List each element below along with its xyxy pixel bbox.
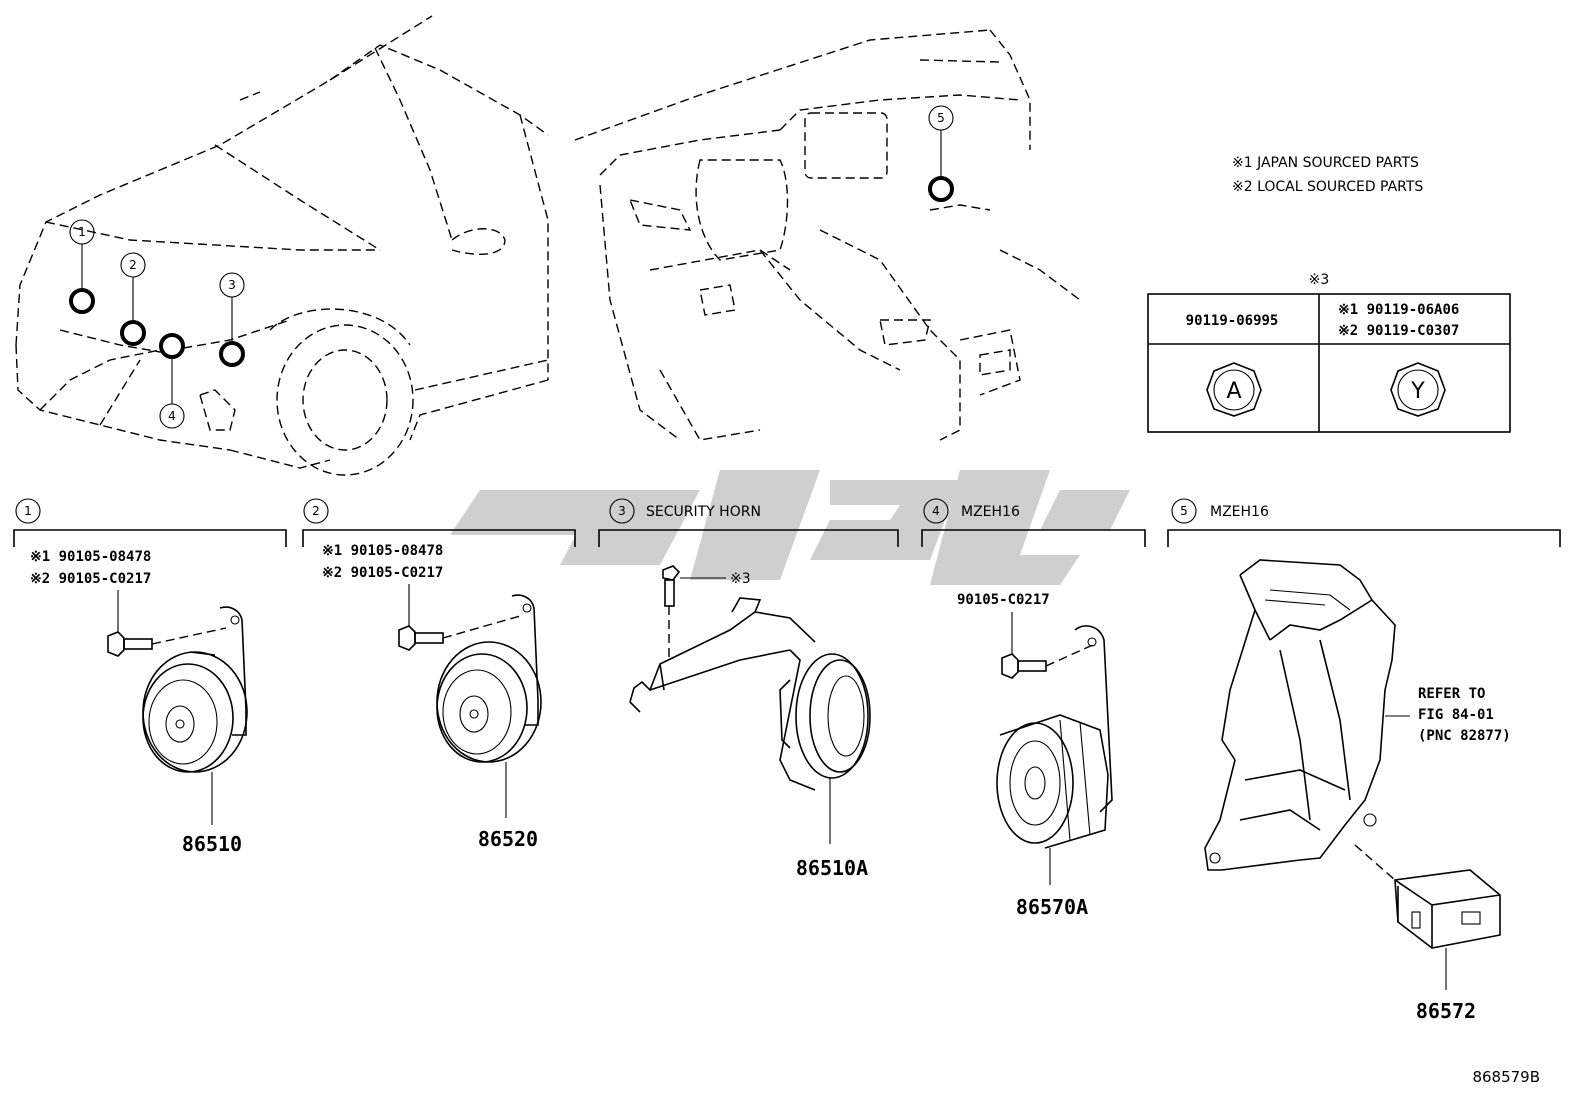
- callout-1: 1: [69, 219, 95, 245]
- bolt-table-part-y1: ※1 90119-06A06: [1338, 302, 1459, 318]
- bolt-icon: [107, 631, 153, 657]
- car-exterior-illustration: [15, 15, 549, 476]
- section-1-header: 1: [13, 498, 287, 547]
- svg-text:5: 5: [1180, 504, 1188, 518]
- section-2-parts: ※1 90105-08478 ※2 90105-C0217 86520: [322, 543, 542, 851]
- module-86572-icon: [1394, 869, 1501, 949]
- svg-text:FIG 84-01: FIG 84-01: [1418, 707, 1494, 723]
- section-3-parts: ※3 86510A: [629, 565, 871, 880]
- svg-text:86570A: 86570A: [1016, 895, 1088, 919]
- bolt-head-a-icon: A: [1206, 362, 1262, 417]
- note-local-sourced: ※2 LOCAL SOURCED PARTS: [1232, 179, 1423, 195]
- callout-5: 5: [928, 105, 954, 131]
- svg-text:3: 3: [618, 504, 626, 518]
- note-japan-sourced: ※1 JAPAN SOURCED PARTS: [1232, 155, 1419, 171]
- location-dot-5: [928, 176, 954, 202]
- svg-text:3: 3: [228, 278, 236, 292]
- svg-text:1: 1: [24, 504, 32, 518]
- sounder-86570A-icon: [996, 625, 1113, 849]
- svg-text:4: 4: [168, 409, 176, 423]
- location-dot-2: [120, 320, 146, 346]
- svg-text:SECURITY HORN: SECURITY HORN: [646, 504, 761, 520]
- section-5-header: 5 MZEH16: [1167, 498, 1561, 547]
- svg-text:86510: 86510: [182, 832, 242, 856]
- svg-text:※3: ※3: [730, 571, 751, 587]
- svg-text:MZEH16: MZEH16: [1210, 504, 1269, 520]
- svg-text:※1 90105-08478: ※1 90105-08478: [322, 543, 443, 559]
- bolt-icon: [1001, 653, 1047, 679]
- svg-text:※2 90105-C0217: ※2 90105-C0217: [30, 571, 151, 587]
- bolt-table-mark: ※3: [1309, 272, 1330, 288]
- bolt-icon: [662, 565, 681, 607]
- svg-text:Y: Y: [1410, 379, 1425, 404]
- callout-4: 4: [159, 403, 185, 429]
- svg-text:MZEH16: MZEH16: [961, 504, 1020, 520]
- location-dot-4: [159, 333, 185, 359]
- security-horn-86510A-icon: [629, 597, 871, 791]
- section-3-header: 3 SECURITY HORN: [598, 498, 899, 547]
- svg-text:5: 5: [937, 111, 945, 125]
- svg-text:※1 90105-08478: ※1 90105-08478: [30, 549, 151, 565]
- section-4-header: 4 MZEH16: [921, 498, 1146, 547]
- bracket-assembly-icon: [1204, 559, 1396, 871]
- callout-leaders: [81, 130, 942, 404]
- svg-text:86572: 86572: [1416, 999, 1476, 1023]
- diagram-code: 868579B: [1472, 1068, 1540, 1086]
- section-1-parts: ※1 90105-08478 ※2 90105-C0217 86510: [30, 549, 248, 856]
- callout-3: 3: [219, 272, 245, 298]
- svg-text:REFER TO: REFER TO: [1418, 686, 1485, 702]
- dashboard-interior-illustration: [574, 29, 1081, 441]
- svg-text:86510A: 86510A: [796, 856, 868, 880]
- svg-text:A: A: [1226, 379, 1241, 404]
- svg-text:2: 2: [312, 504, 320, 518]
- section-4-parts: 90105-C0217 86570A: [957, 592, 1113, 919]
- bolt-table: ※3 90119-06995 ※1 90119-06A06 ※2 90119-C…: [1147, 272, 1511, 433]
- location-dot-1: [69, 288, 95, 314]
- svg-text:86520: 86520: [478, 827, 538, 851]
- bolt-table-part-a: 90119-06995: [1186, 313, 1279, 329]
- location-dot-3: [219, 341, 245, 367]
- bolt-table-part-y2: ※2 90119-C0307: [1338, 323, 1459, 339]
- svg-text:(PNC 82877): (PNC 82877): [1418, 728, 1511, 744]
- svg-text:90105-C0217: 90105-C0217: [957, 592, 1050, 608]
- svg-text:4: 4: [932, 504, 940, 518]
- horn-86520-icon: [436, 594, 542, 763]
- horn-86510-icon: [142, 606, 248, 773]
- svg-text:2: 2: [129, 258, 137, 272]
- svg-text:1: 1: [78, 225, 86, 239]
- watermark-logo: [450, 470, 1130, 585]
- svg-text:※2 90105-C0217: ※2 90105-C0217: [322, 565, 443, 581]
- bolt-head-y-icon: Y: [1390, 362, 1446, 417]
- section-2-header: 2: [302, 498, 576, 547]
- callout-2: 2: [120, 252, 146, 278]
- bolt-icon: [398, 625, 444, 651]
- section-5-parts: REFER TO FIG 84-01 (PNC 82877) 86572: [1204, 559, 1511, 1023]
